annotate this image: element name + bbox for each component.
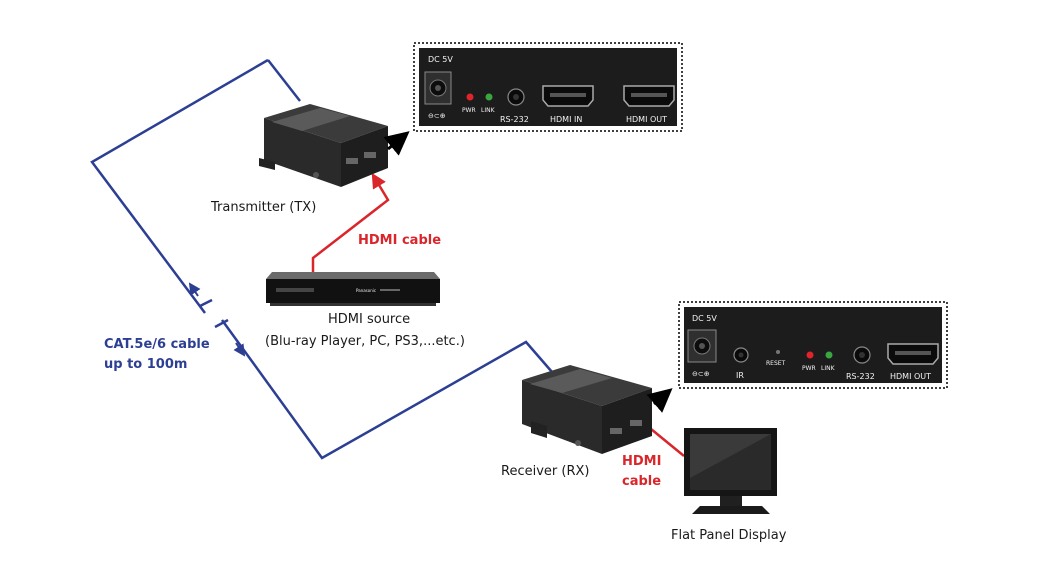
tx-hdmi-in-port: [542, 85, 594, 107]
hdmi-cable-rx-label-line1: HDMI: [622, 454, 661, 469]
hdmi-source-label: HDMI source: [328, 312, 410, 327]
receiver-device: [522, 365, 652, 454]
rx-polarity-icon: ⊖⊂⊕: [692, 370, 710, 378]
tx-pwr-led: [466, 93, 474, 101]
tx-hdmi-in-label: HDMI IN: [550, 115, 582, 124]
rx-ir-label: IR: [736, 371, 744, 380]
display-label: Flat Panel Display: [671, 528, 787, 543]
hdmi-cable-tx: [311, 172, 390, 272]
transmitter-label: Transmitter (TX): [210, 200, 316, 215]
cat-arrow-up: [188, 282, 201, 297]
rx-hdmi-out-label: HDMI OUT: [890, 372, 931, 381]
cat-cable: [90, 58, 553, 460]
rx-reset-label: RESET: [766, 360, 786, 367]
hdmi-cable-rx-label-line2: cable: [622, 474, 661, 489]
source-brand: Panasonic: [356, 288, 376, 293]
rx-pwr-label: PWR: [802, 365, 816, 372]
tx-pwr-label: PWR: [462, 107, 476, 114]
tx-hdmi-out-port: [623, 85, 675, 107]
cat-cable-label-line1: CAT.5e/6 cable: [104, 337, 210, 352]
tx-link-led: [485, 93, 493, 101]
rx-dc-label: DC 5V: [692, 314, 717, 323]
hdmi-source-examples-label: (Blu-ray Player, PC, PS3,...etc.): [265, 334, 465, 349]
hdmi-cable-tx-label: HDMI cable: [358, 233, 441, 248]
cat-cable-label-line2: up to 100m: [104, 357, 187, 372]
tx-polarity-icon: ⊖⊂⊕: [428, 112, 446, 120]
rx-pwr-led: [806, 351, 814, 359]
hdmi-source-device: Panasonic: [266, 272, 440, 306]
rx-back-panel: DC 5V ⊖⊂⊕ IR RESET PWR LINK RS-232 HDMI …: [678, 301, 948, 389]
tx-link-label: LINK: [481, 107, 496, 114]
rx-link-label: LINK: [821, 365, 836, 372]
tx-dc-label: DC 5V: [428, 55, 453, 64]
rx-reset-button: [776, 350, 780, 354]
cat-arrow-down: [233, 342, 246, 357]
rx-link-led: [825, 351, 833, 359]
flat-panel-display: [684, 428, 777, 514]
tx-panel-arrow: [383, 131, 410, 156]
tx-rs232-label: RS-232: [500, 115, 529, 124]
rx-panel-arrow: [646, 388, 673, 413]
tx-hdmi-out-label: HDMI OUT: [626, 115, 667, 124]
receiver-label: Receiver (RX): [501, 464, 589, 479]
rx-hdmi-out-port: [887, 343, 939, 365]
rx-rs232-label: RS-232: [846, 372, 875, 381]
tx-back-panel: DC 5V ⊖⊂⊕ PWR LINK RS-232 HDMI IN HDMI O…: [413, 42, 683, 132]
transmitter-device: [259, 104, 388, 187]
